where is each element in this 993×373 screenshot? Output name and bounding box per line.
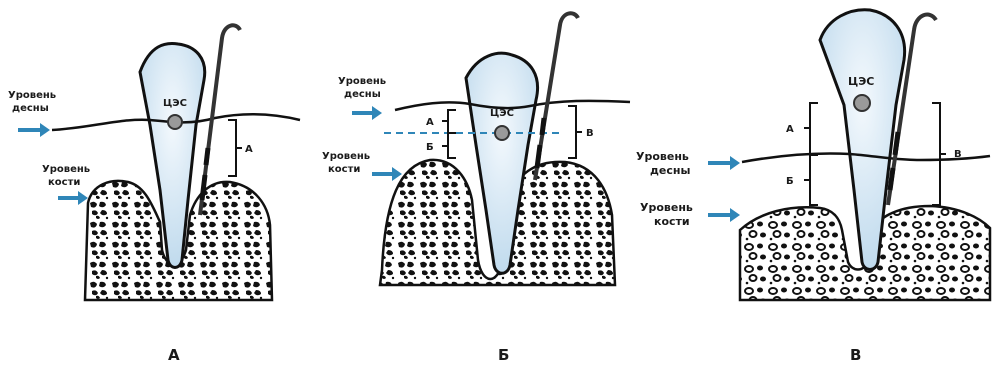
- gum-label-l2-a: десны: [12, 103, 49, 114]
- bracket-label-a-a: А: [245, 144, 253, 155]
- bracket-a-b: [442, 110, 456, 133]
- gum-label-l1-a: Уровень: [8, 90, 56, 101]
- cej-label-b: ЦЭС: [490, 108, 514, 119]
- panel-a: ЦЭС А Уровень десны Уровень кости А: [8, 25, 300, 364]
- bone-label-l2-b: кости: [328, 164, 360, 175]
- panel-b: ЦЭС А Б В Уровень десны Уровень кости Б: [322, 13, 630, 364]
- cej-label-c: ЦЭС: [848, 75, 874, 88]
- gum-arrow-c: [708, 156, 740, 170]
- bracket-label-a-c: А: [786, 124, 794, 135]
- gum-label-l2-b: десны: [344, 89, 381, 100]
- bracket-c-c: [932, 103, 946, 205]
- bracket-c-b: [568, 106, 582, 158]
- bracket-label-a-b: А: [426, 117, 434, 128]
- bone-arrow-b: [372, 167, 402, 181]
- bracket-b-c: [804, 155, 818, 205]
- bracket-a-a: [228, 120, 242, 176]
- probe-b: [535, 13, 578, 180]
- cej-marker-a: [168, 115, 182, 129]
- gum-label-l2-c: десны: [650, 164, 690, 177]
- bone-label-l1-a: Уровень: [42, 164, 90, 175]
- gum-arrow-a: [18, 123, 50, 137]
- panel-caption-b: Б: [498, 346, 509, 364]
- gum-label-l1-b: Уровень: [338, 76, 386, 87]
- bracket-a-c: [804, 103, 818, 155]
- bracket-label-c-c: В: [954, 149, 962, 160]
- panel-c: ЦЭС А Б В Уровень десны Уровень кости В: [636, 10, 990, 364]
- bracket-label-b-b: Б: [426, 142, 434, 153]
- bracket-label-c-b: В: [586, 128, 594, 139]
- panel-caption-a: А: [168, 346, 180, 364]
- bone-label-l1-c: Уровень: [640, 201, 693, 214]
- gum-arrow-b: [352, 106, 382, 120]
- bone-label-l1-b: Уровень: [322, 151, 370, 162]
- bone-arrow-c: [708, 208, 740, 222]
- cej-marker-b: [495, 126, 509, 140]
- bone-arrow-a: [58, 191, 88, 205]
- bracket-label-b-c: Б: [786, 176, 794, 187]
- bone-label-l2-c: кости: [654, 215, 690, 228]
- cej-label-a: ЦЭС: [163, 98, 187, 109]
- bracket-b-b: [442, 133, 456, 158]
- bone-label-l2-a: кости: [48, 177, 80, 188]
- cej-marker-c: [854, 95, 870, 111]
- gum-label-l1-c: Уровень: [636, 150, 689, 163]
- panel-caption-c: В: [850, 346, 861, 364]
